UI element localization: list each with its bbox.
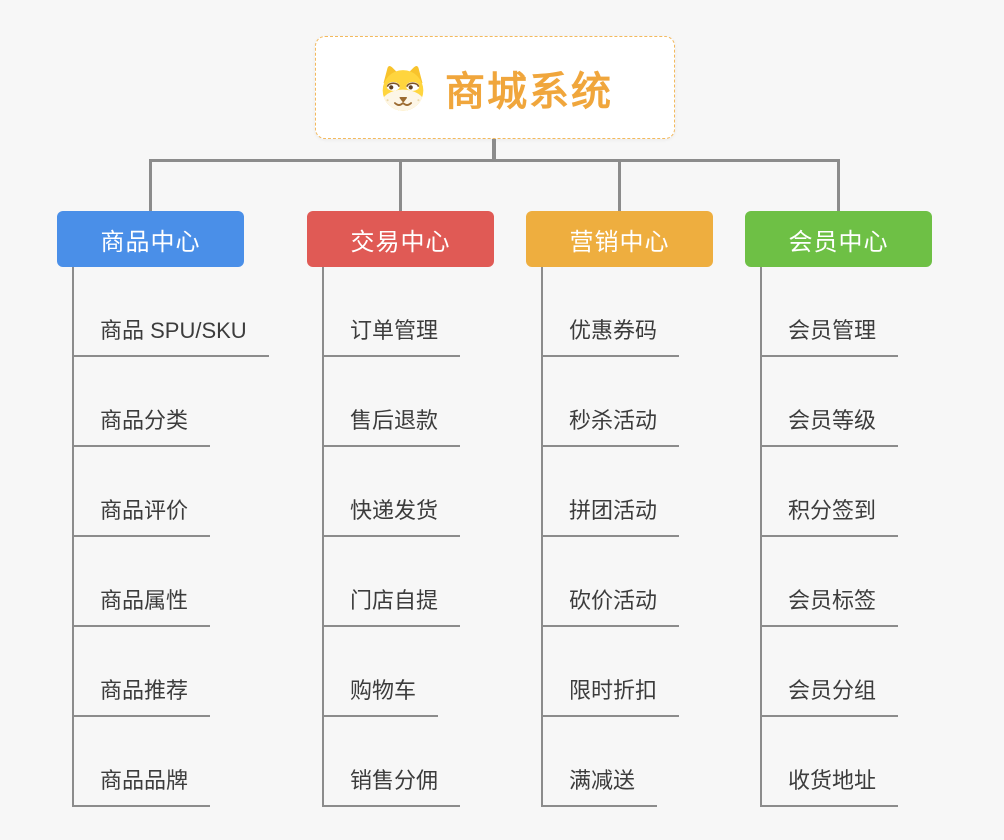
sub-item[interactable]: 收货地址 [760, 717, 899, 807]
sub-item[interactable]: 销售分佣 [322, 717, 461, 807]
root-title: 商城系统 [445, 69, 613, 114]
branch-label: 会员中心 [788, 228, 889, 256]
root-node[interactable]: 商城系统 [315, 36, 675, 139]
sub-item[interactable]: 砍价活动 [541, 537, 680, 627]
dog-face-icon [382, 65, 424, 111]
sub-item[interactable]: 门店自提 [322, 537, 461, 627]
branch-items: 优惠券码秒杀活动拼团活动砍价活动限时折扣满减送 [541, 267, 680, 807]
sub-item[interactable]: 售后退款 [322, 357, 461, 447]
sub-item[interactable]: 商品分类 [72, 357, 211, 447]
sub-item[interactable]: 优惠券码 [541, 267, 680, 357]
branch-label: 交易中心 [350, 228, 451, 256]
branch-label: 商品中心 [100, 228, 201, 256]
root-connector-hline [149, 159, 840, 162]
sub-item[interactable]: 商品属性 [72, 537, 211, 627]
sub-item[interactable]: 商品推荐 [72, 627, 211, 717]
sub-item[interactable]: 满减送 [541, 717, 658, 807]
branch-node-3[interactable]: 营销中心 [526, 211, 713, 267]
sub-item[interactable]: 商品评价 [72, 447, 211, 537]
branch-spine-line [760, 267, 762, 807]
branch-spine-line [322, 267, 324, 807]
branch-items: 会员管理会员等级积分签到会员标签会员分组收货地址 [760, 267, 899, 807]
branch-label: 营销中心 [569, 228, 670, 256]
branch-node-2[interactable]: 交易中心 [307, 211, 494, 267]
branch-spine-line [541, 267, 543, 807]
sub-item[interactable]: 限时折扣 [541, 627, 680, 717]
sub-item[interactable]: 购物车 [322, 627, 439, 717]
branch-connector-line [837, 159, 840, 211]
branch-connector-line [618, 159, 621, 211]
sub-item[interactable]: 订单管理 [322, 267, 461, 357]
sub-item[interactable]: 商品品牌 [72, 717, 211, 807]
sub-item[interactable]: 积分签到 [760, 447, 899, 537]
branch-connector-line [399, 159, 402, 211]
branch-connector-line [149, 159, 152, 211]
sub-item[interactable]: 会员管理 [760, 267, 899, 357]
branch-items: 订单管理售后退款快递发货门店自提购物车销售分佣 [322, 267, 461, 807]
branch-spine-line [72, 267, 74, 807]
sub-item[interactable]: 商品 SPU/SKU [72, 267, 269, 357]
sub-item[interactable]: 会员分组 [760, 627, 899, 717]
branch-node-4[interactable]: 会员中心 [745, 211, 932, 267]
branch-node-1[interactable]: 商品中心 [57, 211, 244, 267]
root-connector-vline [492, 139, 496, 161]
sub-item[interactable]: 秒杀活动 [541, 357, 680, 447]
sub-item[interactable]: 拼团活动 [541, 447, 680, 537]
sub-item[interactable]: 会员等级 [760, 357, 899, 447]
sub-item[interactable]: 会员标签 [760, 537, 899, 627]
sub-item[interactable]: 快递发货 [322, 447, 461, 537]
